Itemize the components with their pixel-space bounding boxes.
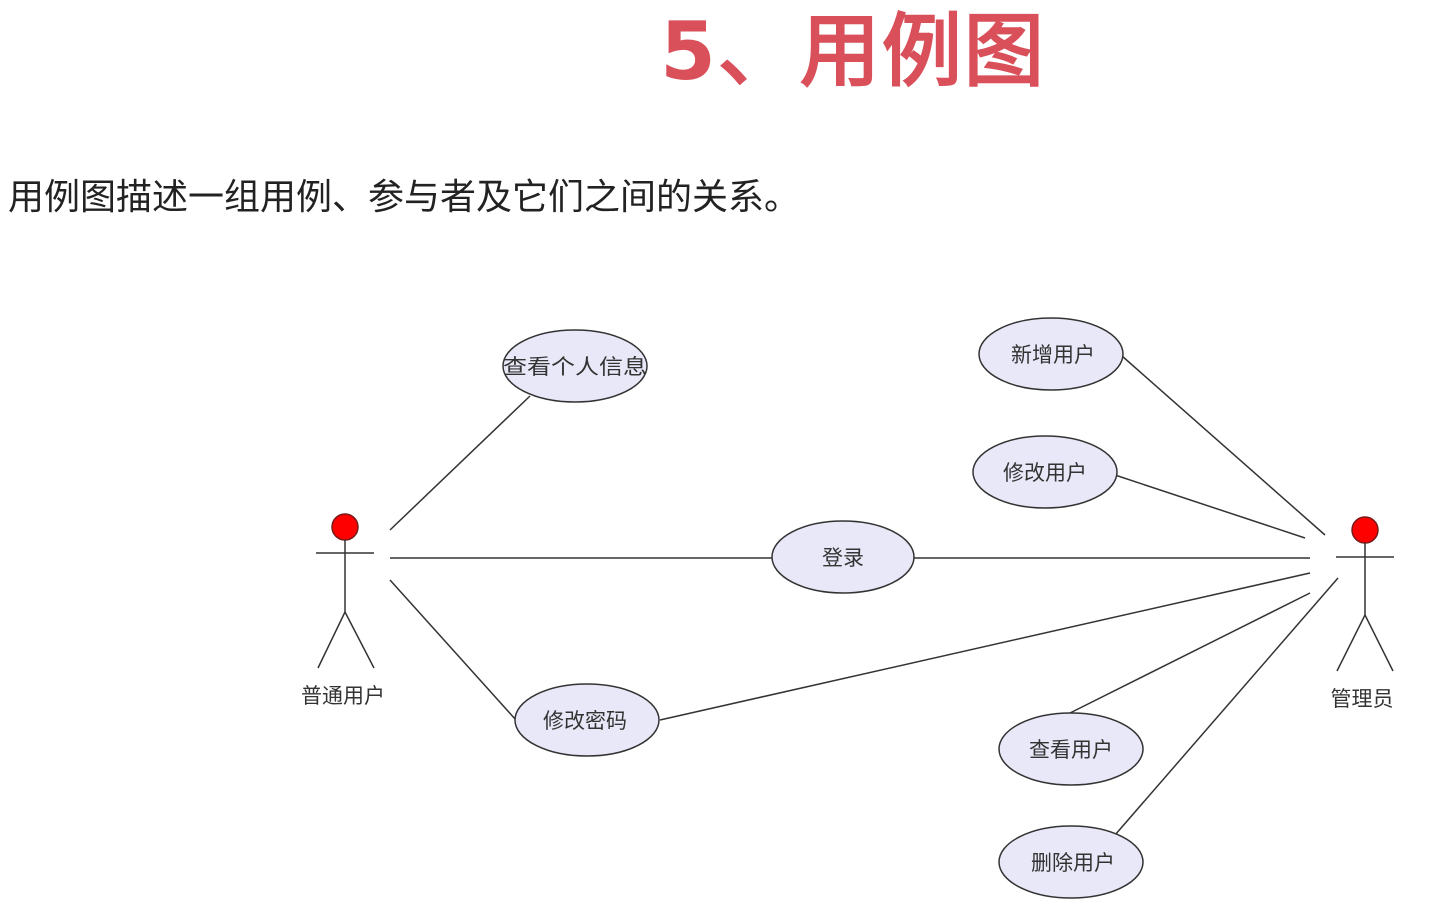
association-admin-view-user	[1069, 592, 1311, 714]
use-case-view-user-label: 查看用户	[1029, 738, 1113, 762]
actor-admin-head	[1351, 516, 1379, 544]
use-case-login-ellipse	[771, 520, 915, 594]
use-case-delete-user: 删除用户	[998, 825, 1144, 899]
use-case-delete-user-ellipse	[998, 825, 1144, 899]
use-case-add-user-ellipse	[978, 317, 1124, 391]
use-case-delete-user-label: 删除用户	[1031, 851, 1115, 875]
use-case-change-password-label: 修改密码	[543, 709, 627, 733]
actor-user-left-leg	[317, 611, 346, 669]
actor-admin-left-leg	[1336, 614, 1366, 672]
use-case-edit-user-ellipse	[972, 435, 1118, 509]
association-user-change-password	[389, 579, 517, 721]
actor-user-label: 普通用户	[301, 684, 385, 708]
use-case-login-label: 登录	[822, 546, 864, 570]
association-admin-add-user	[1121, 355, 1326, 536]
use-case-add-user-label: 新增用户	[1011, 343, 1095, 367]
actor-user-right-leg	[344, 611, 375, 669]
association-admin-delete-user	[1114, 577, 1339, 836]
association-admin-edit-user	[1114, 474, 1306, 539]
association-admin-change-password	[659, 572, 1311, 721]
use-case-view-profile-ellipse	[502, 329, 648, 403]
actor-admin-label: 管理员	[1331, 687, 1394, 711]
use-case-view-profile: 查看个人信息	[502, 329, 648, 403]
use-case-edit-user: 修改用户	[972, 435, 1118, 509]
actor-admin-right-leg	[1364, 614, 1394, 672]
actor-user	[316, 513, 375, 669]
actor-admin	[1336, 516, 1394, 672]
use-case-view-user: 查看用户	[998, 712, 1144, 786]
use-case-change-password: 修改密码	[514, 683, 660, 757]
use-case-view-user-ellipse	[998, 712, 1144, 786]
page-title: 5、用例图	[660, 5, 1046, 98]
page-description: 用例图描述一组用例、参与者及它们之间的关系。	[8, 177, 801, 218]
use-case-add-user: 新增用户	[978, 317, 1124, 391]
actor-user-head	[331, 513, 359, 541]
association-user-view-profile	[389, 395, 531, 531]
association-lines	[389, 355, 1339, 836]
use-case-edit-user-label: 修改用户	[1003, 461, 1087, 485]
use-case-view-profile-label: 查看个人信息	[503, 355, 647, 379]
use-case-change-password-ellipse	[514, 683, 660, 757]
use-case-login: 登录	[771, 520, 915, 594]
